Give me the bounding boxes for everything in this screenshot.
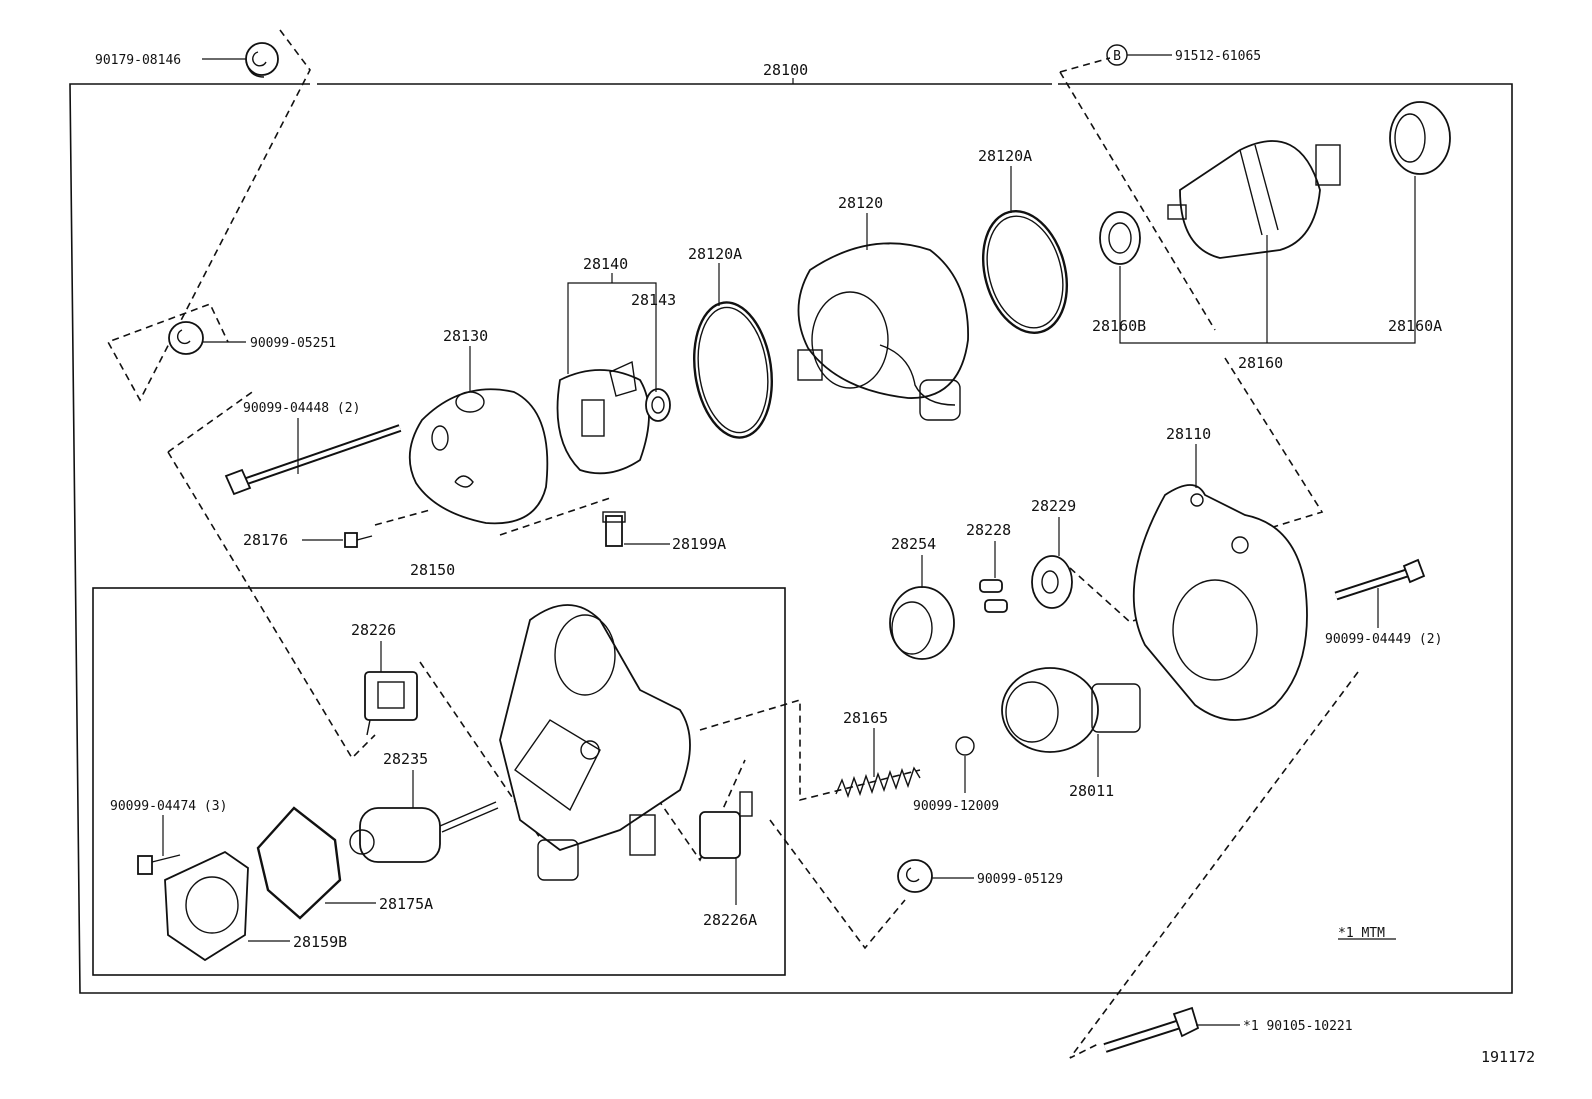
label-28160A: 28160A xyxy=(1388,317,1442,335)
label-28120A-left: 28120A xyxy=(688,245,742,263)
label-28176: 28176 xyxy=(243,531,288,549)
solenoid-subassembly-frame xyxy=(92,587,786,976)
label-28199A: 28199A xyxy=(672,535,726,553)
terminal-28226A xyxy=(699,791,753,859)
label-28130: 28130 xyxy=(443,327,488,345)
spring-28165 xyxy=(835,766,921,799)
o-ring-28120A-left xyxy=(692,301,774,439)
spring-28143 xyxy=(645,388,671,422)
label-28228: 28228 xyxy=(966,521,1011,539)
cover-28159B xyxy=(164,850,249,962)
steel-ball-90099-12009 xyxy=(955,736,975,756)
label-28165: 28165 xyxy=(843,709,888,727)
note-mtm: *1 MTM xyxy=(1338,926,1385,941)
label-90179-08146: 90179-08146 xyxy=(95,53,181,68)
label-91512-61065: 91512-61065 xyxy=(1175,49,1261,64)
label-28100: 28100 xyxy=(763,61,808,79)
bolt-90105-10221 xyxy=(1103,1006,1200,1053)
label-90099-12009: 90099-12009 xyxy=(913,799,999,814)
figure-number: 191172 xyxy=(1481,1048,1535,1066)
starter-clutch-28011 xyxy=(1001,667,1141,753)
label-28226A: 28226A xyxy=(703,911,757,929)
solenoid-body-28150 xyxy=(499,604,691,881)
gear-28254 xyxy=(889,586,955,660)
label-28226: 28226 xyxy=(351,621,396,639)
label-28120A-right: 28120A xyxy=(978,147,1032,165)
bolt-90099-04474 xyxy=(137,854,181,875)
nut-90099-05251 xyxy=(168,321,204,355)
label-90099-04449: 90099-04449 (2) xyxy=(1325,632,1442,647)
nut-90099-05129 xyxy=(897,859,933,893)
label-28175A: 28175A xyxy=(379,895,433,913)
o-ring-28120A-right xyxy=(981,210,1069,334)
dashed-leader-lines xyxy=(106,29,1359,1059)
retainer-28229 xyxy=(1031,555,1073,609)
brush-28199A xyxy=(602,511,626,547)
label-90099-05129: 90099-05129 xyxy=(977,872,1063,887)
screw-28176 xyxy=(344,532,373,548)
label-28235: 28235 xyxy=(383,750,428,768)
brush-holder-28140 xyxy=(556,360,650,475)
label-28160: 28160 xyxy=(1238,354,1283,372)
plunger-28235 xyxy=(349,801,499,863)
label-28110: 28110 xyxy=(1166,425,1211,443)
commutator-end-frame-28130 xyxy=(408,388,549,525)
label-28254: 28254 xyxy=(891,535,936,553)
label-90099-04474: 90099-04474 (3) xyxy=(110,799,227,814)
main-assembly-frame xyxy=(69,78,1513,994)
starter-housing-28110 xyxy=(1132,484,1308,721)
label-90099-04448: 90099-04448 (2) xyxy=(243,401,360,416)
label-90099-05251: 90099-05251 xyxy=(250,336,336,351)
label-28120: 28120 xyxy=(838,194,883,212)
bolt-90099-04449 xyxy=(1334,558,1426,601)
label-28150: 28150 xyxy=(410,561,455,579)
leader-lines xyxy=(162,54,1416,1026)
label-28159B: 28159B xyxy=(293,933,347,951)
rollers-28228 xyxy=(979,579,1008,613)
bearing-28160A xyxy=(1389,101,1451,175)
circle-b-label: B xyxy=(1113,49,1121,64)
yoke-28120 xyxy=(797,242,969,421)
through-bolt-90099-04448 xyxy=(224,424,402,496)
label-28143: 28143 xyxy=(631,291,676,309)
gasket-28175A xyxy=(256,806,342,920)
terminal-28226 xyxy=(364,671,418,736)
nut-90179-08146 xyxy=(245,42,279,78)
label-28160B: 28160B xyxy=(1092,317,1146,335)
part-labels: 28100 90179-08146 91512-61065 90099-0525… xyxy=(95,49,1535,1066)
label-28011: 28011 xyxy=(1069,782,1114,800)
circle-b-marker: B xyxy=(1106,44,1128,66)
armature-28160 xyxy=(1167,140,1341,259)
label-28229: 28229 xyxy=(1031,497,1076,515)
label-90105-10221: *1 90105-10221 xyxy=(1243,1019,1353,1034)
label-28140: 28140 xyxy=(583,255,628,273)
bearing-28160B xyxy=(1099,211,1141,265)
